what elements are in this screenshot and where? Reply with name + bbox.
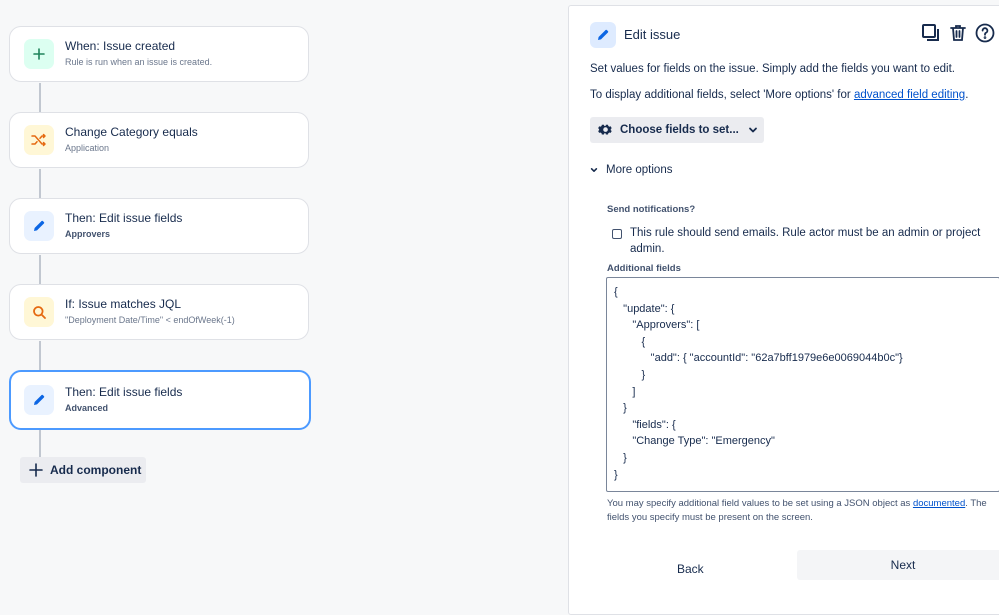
node-title: Then: Edit issue fields bbox=[65, 385, 183, 399]
pencil-icon bbox=[590, 22, 616, 48]
pencil-icon bbox=[24, 211, 54, 241]
send-notifications-checkbox-label[interactable]: This rule should send emails. Rule actor… bbox=[630, 227, 981, 255]
node-title: Then: Edit issue fields bbox=[65, 211, 183, 225]
additional-fields-textarea[interactable]: { "update": { "Approvers": [ { "add": { … bbox=[606, 277, 999, 492]
pencil-icon bbox=[24, 385, 54, 415]
edit-issue-panel: Edit issue Set values for fields on the … bbox=[568, 5, 999, 615]
node-title: If: Issue matches JQL bbox=[65, 297, 182, 311]
plus-icon bbox=[24, 39, 54, 69]
workflow-node-condition[interactable]: If: Issue matches JQL "Deployment Date/T… bbox=[9, 284, 309, 340]
chevron-down-icon bbox=[748, 125, 758, 135]
more-fields-text: To display additional fields, select 'Mo… bbox=[590, 89, 851, 101]
workflow-connector bbox=[39, 169, 41, 198]
duplicate-icon[interactable] bbox=[921, 23, 941, 43]
workflow-connector bbox=[39, 255, 41, 284]
plus-icon bbox=[28, 462, 44, 478]
documented-link[interactable]: documented bbox=[912, 498, 966, 509]
workflow-node-condition[interactable]: Change Category equals Application bbox=[9, 112, 309, 168]
additional-fields-value: { "update": { "Approvers": [ { "add": { … bbox=[614, 286, 903, 481]
choose-fields-label: Choose fields to set... bbox=[620, 124, 739, 136]
more-fields-hint: To display additional fields, select 'Mo… bbox=[590, 89, 968, 101]
chevron-down-icon bbox=[590, 166, 598, 174]
choose-fields-button[interactable]: Choose fields to set... bbox=[590, 117, 764, 143]
node-subtitle: "Deployment Date/Time" < endOfWeek(-1) bbox=[65, 315, 235, 325]
node-subtitle: Rule is run when an issue is created. bbox=[65, 57, 213, 67]
add-component-button[interactable]: Add component bbox=[20, 457, 146, 483]
back-button[interactable]: Back bbox=[677, 562, 704, 576]
send-notifications-checkbox[interactable] bbox=[612, 229, 622, 239]
trash-icon[interactable] bbox=[948, 23, 968, 43]
help-text-prefix: You may specify additional field values … bbox=[607, 498, 911, 509]
node-title: When: Issue created bbox=[65, 39, 176, 53]
more-options-label: More options bbox=[606, 164, 673, 176]
help-text-suffix: . The fields you specify must be present… bbox=[607, 498, 987, 523]
shuffle-icon bbox=[24, 125, 54, 155]
additional-fields-help: You may specify additional field values … bbox=[607, 497, 997, 525]
node-title: Change Category equals bbox=[65, 125, 198, 139]
more-options-toggle[interactable]: More options bbox=[590, 164, 672, 176]
node-subtitle: Approvers bbox=[65, 229, 111, 239]
help-icon[interactable] bbox=[975, 23, 995, 43]
search-icon bbox=[24, 297, 54, 327]
more-fields-end: . bbox=[965, 89, 969, 101]
node-subtitle: Application bbox=[65, 143, 110, 153]
gear-icon bbox=[598, 123, 613, 138]
workflow-connector bbox=[39, 341, 41, 370]
panel-description: Set values for fields on the issue. Simp… bbox=[590, 63, 956, 75]
workflow-node-action-selected[interactable]: Then: Edit issue fields Advanced bbox=[9, 370, 311, 430]
panel-title: Edit issue bbox=[624, 27, 681, 42]
workflow-node-action[interactable]: Then: Edit issue fields Approvers bbox=[9, 198, 309, 254]
advanced-field-editing-link[interactable]: advanced field editing bbox=[853, 89, 966, 101]
add-component-label: Add component bbox=[50, 463, 142, 477]
additional-fields-label: Additional fields bbox=[607, 263, 681, 274]
node-subtitle: Advanced bbox=[65, 403, 109, 413]
workflow-connector bbox=[39, 83, 41, 112]
next-button[interactable]: Next bbox=[797, 550, 999, 580]
workflow-node-trigger[interactable]: When: Issue created Rule is run when an … bbox=[9, 26, 309, 82]
workflow-connector bbox=[39, 429, 41, 457]
send-notifications-label: Send notifications? bbox=[607, 204, 696, 215]
next-label: Next bbox=[890, 558, 916, 572]
